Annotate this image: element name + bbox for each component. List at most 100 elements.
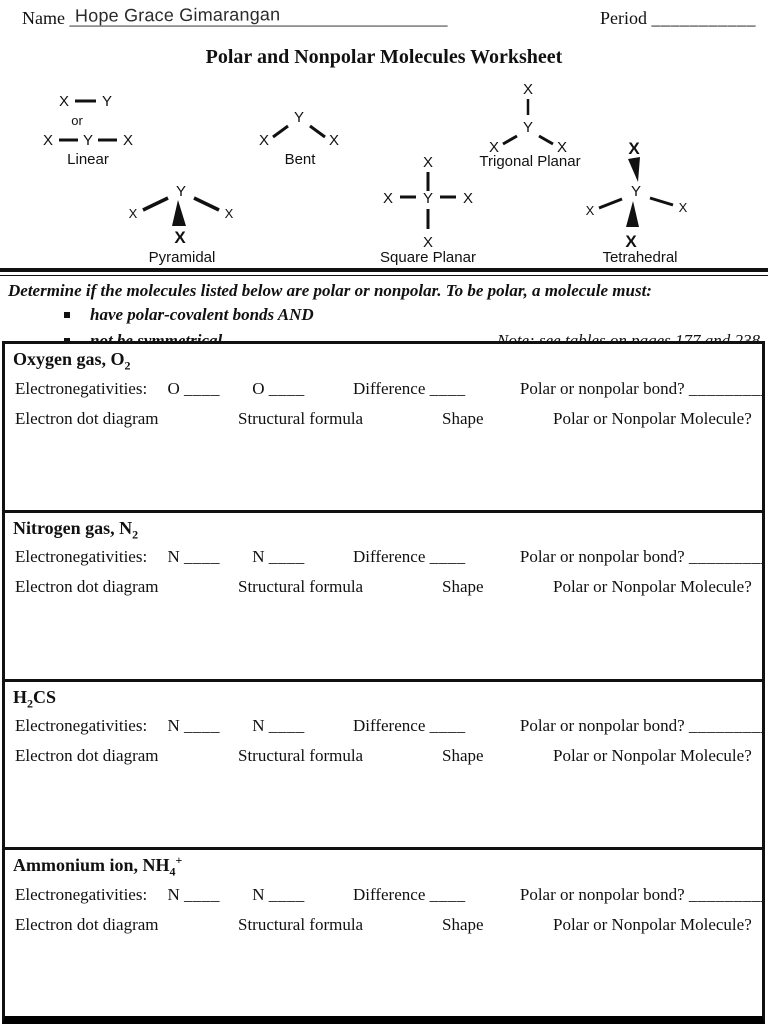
element-symbol: N [252, 884, 265, 904]
bond-question-group: Polar or nonpolar bond? ___________ [520, 547, 762, 566]
shape-label-trigonal-planar: Trigonal Planar [479, 153, 580, 170]
col-header-shape: Shape [442, 577, 484, 597]
section-title-text: CS [33, 686, 57, 707]
electronegativity-blank: ____ [183, 716, 220, 736]
period-field: Period ___________ [600, 8, 756, 29]
wedge-bond [626, 201, 639, 227]
atom-x: X [679, 200, 688, 215]
bond-line [538, 134, 554, 146]
section-title-subscript: 2 [124, 358, 131, 373]
molecule-section-nitrogen: Nitrogen gas, N2 Electronegativities: N … [5, 513, 762, 682]
section-title-subscript: 2 [132, 527, 139, 542]
section-title: Nitrogen gas, N2 [5, 513, 762, 543]
column-headers: Electron dot diagram Structural formula … [5, 577, 762, 599]
section-title-subscript: 4 [169, 864, 176, 879]
difference-group: Difference ____ [353, 716, 466, 735]
page-title: Polar and Nonpolar Molecules Worksheet [205, 46, 563, 68]
electronegativities-label: Electronegativities: [15, 547, 148, 567]
atom-x: X [586, 203, 595, 218]
name-value: Hope Grace Gimarangan [75, 4, 281, 26]
difference-blank: ____ [429, 716, 466, 736]
electronegativity-row: Electronegativities: O ____ O ____ Diffe… [5, 379, 762, 399]
column-headers: Electron dot diagram Structural formula … [5, 746, 762, 768]
atom-y: Y [176, 183, 186, 200]
name-field: Name ___________________________________… [22, 4, 448, 29]
col-header-molecule: Polar or Nonpolar Molecule? [553, 914, 752, 934]
element-symbol: N [167, 716, 180, 736]
column-headers: Electron dot diagram Structural formula … [5, 409, 762, 431]
element-blank-group: N ____ [252, 547, 305, 566]
name-blank-line: ________________________________________… [69, 4, 448, 29]
electronegativity-blank: ____ [183, 378, 220, 398]
atom-x: X [129, 206, 138, 221]
divider-rule-thick [0, 268, 768, 272]
square-planar-diagram: X X Y X X Square Planar [380, 154, 476, 266]
bond-blank: ___________ [688, 547, 762, 567]
bond-question-group: Polar or nonpolar bond? ___________ [520, 885, 762, 904]
section-title: Oxygen gas, O2 [5, 344, 762, 374]
difference-label: Difference [353, 716, 426, 736]
element-symbol: O [252, 378, 265, 398]
atom-y: Y [83, 132, 93, 149]
atom-x: X [259, 132, 269, 149]
section-title-superscript: + [175, 853, 183, 868]
bond-blank: ___________ [688, 378, 762, 398]
molecule-geometry-diagrams: X Y or X Y X Linear Y X X Bent X Y X X T… [43, 81, 688, 266]
instruction-bullet-row: have polar-covalent bonds AND [0, 305, 768, 327]
element-blank-group: O ____ [167, 379, 220, 398]
bond-blank: ___________ [688, 716, 762, 736]
atom-x: X [383, 190, 393, 207]
electronegativity-blank: ____ [268, 547, 305, 567]
difference-group: Difference ____ [353, 379, 466, 398]
col-header-electron-dot: Electron dot diagram [15, 746, 159, 766]
col-header-electron-dot: Electron dot diagram [15, 914, 159, 934]
name-blank-underscores: ________________________________________… [69, 8, 448, 28]
section-title: Ammonium ion, NH4+ [5, 850, 762, 880]
difference-label: Difference [353, 378, 426, 398]
shape-label-pyramidal: Pyramidal [149, 249, 216, 266]
tetrahedral-diagram: X Y X X X Tetrahedral [586, 139, 688, 266]
electronegativity-row: Electronegativities: N ____ N ____ Diffe… [5, 547, 762, 567]
atom-y: Y [523, 119, 533, 136]
bond-line [598, 197, 623, 210]
bond-question-group: Polar or nonpolar bond? ___________ [520, 716, 762, 735]
col-header-molecule: Polar or Nonpolar Molecule? [553, 408, 752, 428]
difference-label: Difference [353, 884, 426, 904]
atom-x: X [628, 139, 640, 158]
element-symbol: N [167, 884, 180, 904]
section-title-subscript: 2 [27, 696, 34, 711]
wedge-bond [172, 200, 186, 226]
atom-x: X [463, 190, 473, 207]
electronegativity-blank: ____ [268, 884, 305, 904]
electronegativity-blank: ____ [268, 378, 305, 398]
or-label: or [71, 113, 83, 128]
bond-line [272, 124, 289, 139]
atom-x: X [43, 132, 53, 149]
bond-line [502, 134, 518, 146]
bullet-text: have polar-covalent bonds AND [90, 305, 314, 324]
instructions-intro: Determine if the molecules listed below … [8, 281, 652, 300]
bond-line [309, 124, 326, 139]
worksheet-table: Oxygen gas, O2 Electronegativities: O __… [2, 341, 765, 1024]
square-bullet-icon [64, 312, 70, 318]
section-title: H2CS [5, 682, 762, 712]
atom-x: X [625, 232, 637, 251]
atom-x: X [123, 132, 133, 149]
col-header-structural: Structural formula [238, 577, 364, 597]
difference-label: Difference [353, 547, 426, 567]
shape-label-tetrahedral: Tetrahedral [602, 249, 677, 266]
period-label: Period [600, 8, 647, 28]
electronegativities-label: Electronegativities: [15, 716, 148, 736]
electronegativity-blank: ____ [183, 547, 220, 567]
atom-y: Y [102, 93, 112, 110]
bond-question-label: Polar or nonpolar bond? [519, 716, 685, 736]
atom-x: X [423, 154, 433, 171]
column-headers: Electron dot diagram Structural formula … [5, 915, 762, 937]
atom-x: X [174, 228, 186, 247]
bond-blank: ___________ [688, 884, 762, 904]
pyramidal-diagram: Y X X X Pyramidal [129, 183, 234, 266]
atom-x: X [423, 234, 433, 251]
bond-question-group: Polar or nonpolar bond? ___________ [520, 379, 762, 398]
section-title-text: H [13, 686, 28, 707]
electronegativity-row: Electronegativities: N ____ N ____ Diffe… [5, 716, 762, 736]
